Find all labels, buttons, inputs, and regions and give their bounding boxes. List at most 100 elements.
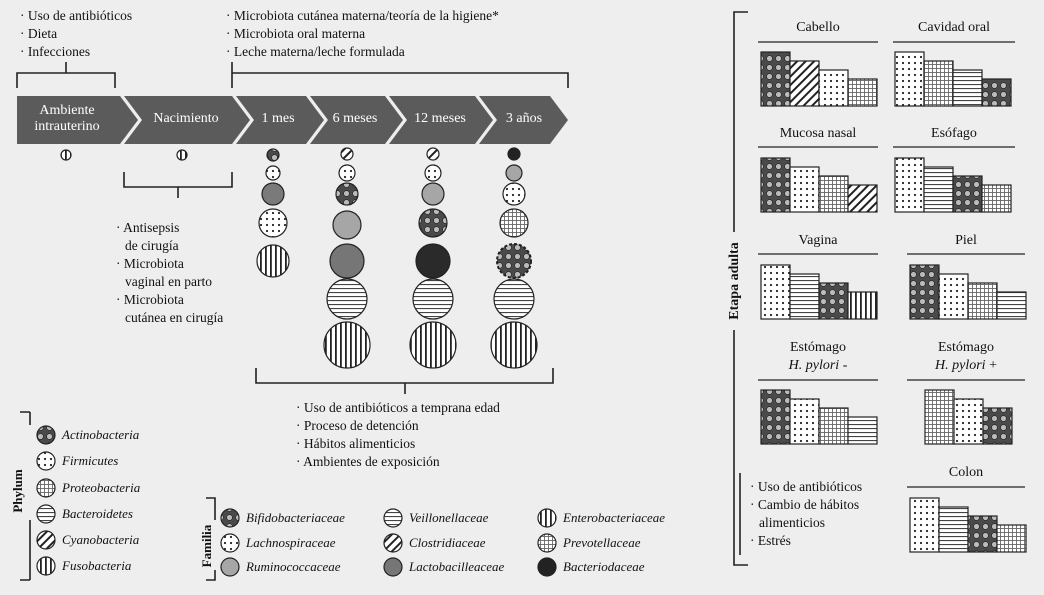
phylum-title: Phylum (10, 469, 25, 513)
legend-rumino: Ruminococcaceae (246, 559, 341, 574)
stage-label-1m: 1 mes (261, 111, 295, 126)
bar-nasal-4 (847, 184, 878, 213)
adult-stage-title: Etapa adulta (727, 242, 742, 320)
legend-veillo: Veillonellaceae (409, 510, 489, 525)
panel-title-estomago-pos: Estómago (938, 340, 994, 355)
stage-arrow-6m (310, 96, 403, 144)
factor-item: alimenticios (759, 515, 825, 530)
swatch-fusobacteria (36, 556, 56, 576)
stage-circles (60, 147, 538, 369)
hpylori-sign: + (989, 358, 997, 373)
birth-factors: · Antisepsis de cirugía · Microbiota vag… (116, 219, 223, 327)
circle-12m-g (409, 321, 457, 369)
top-left-factors: · Uso de antibióticos · Dieta · Infeccio… (20, 7, 132, 61)
top-mid-factors: · Microbiota cutánea materna/teoría de l… (226, 7, 499, 61)
brackets (16, 11, 748, 581)
factor-item: · Microbiota (116, 256, 184, 271)
circle-6m-d (332, 210, 362, 240)
stage-arrow-12m (389, 96, 493, 144)
bracket-birth (123, 172, 233, 198)
legend-fusobacteria: Fusobacteria (62, 558, 132, 573)
stage-arrow-intrauterine (17, 96, 138, 144)
stage-arrow-1m (236, 96, 324, 144)
factor-item: · Antisepsis (116, 220, 180, 235)
bar-esofago-2 (923, 166, 954, 213)
factor-item: · Hábitos alimenticios (296, 436, 416, 451)
panel-title-cabello: Cabello (796, 20, 840, 35)
panel-title-nasal: Mucosa nasal (779, 126, 857, 141)
early-factors: · Uso de antibióticos a temprana edad · … (296, 399, 500, 471)
swatch-veillo (383, 508, 403, 528)
bar-cabello-1 (760, 51, 791, 107)
factor-item: · Uso de antibióticos (20, 8, 133, 23)
bar-est-neg-2 (789, 398, 820, 445)
stage-label-3y: 3 años (505, 111, 543, 126)
swatch-actinobacteria (36, 425, 56, 445)
circle-3y-f (493, 278, 535, 320)
factor-item: vaginal en parto (125, 274, 212, 289)
stage-label-birth: Nacimiento (153, 111, 219, 126)
panel-title-colon: Colon (948, 465, 984, 480)
circle-1m-a (266, 148, 280, 162)
bar-colon-2 (938, 506, 969, 553)
circle-1m-c (261, 182, 285, 206)
bracket-familia (206, 497, 216, 581)
bracket-top-left (16, 62, 116, 88)
hpylori-label: H. pylori (935, 358, 986, 373)
circle-12m-a (426, 147, 440, 161)
factor-item: · Proceso de detención (296, 418, 419, 433)
circle-6m-c (335, 182, 359, 206)
legend-actinobacteria: Actinobacteria (62, 427, 140, 442)
bar-vagina-2 (789, 273, 820, 320)
panel-title-oral: Cavidad oral (918, 20, 990, 35)
circle-intrauterine-fuso (60, 149, 72, 161)
familia-title: Familia (199, 524, 214, 568)
bar-colon-1 (909, 497, 940, 553)
stage-arrow-birth (124, 96, 250, 144)
panel-title-piel: Piel (955, 233, 977, 248)
circle-6m-a (340, 147, 354, 161)
circle-3y-e (496, 243, 532, 279)
circle-1m-b (265, 165, 281, 181)
factor-item: · Microbiota (116, 292, 184, 307)
panel-subtitle-hpylori-neg: H. pylori - (758, 358, 878, 374)
factor-item: · Ambientes de exposición (296, 454, 440, 469)
hpylori-sign: - (842, 358, 848, 373)
bar-cabello-2 (789, 60, 820, 107)
circle-6m-g (323, 321, 371, 369)
panel-title-estomago-neg: Estómago (790, 340, 846, 355)
swatch-proteobacteria (36, 478, 56, 498)
factor-item: · Uso de antibióticos a temprana edad (296, 400, 500, 415)
bar-vagina-1 (760, 264, 791, 320)
bracket-phylum-top (20, 411, 30, 581)
bar-cabello-4 (847, 78, 878, 107)
bar-cabello-3 (818, 69, 849, 107)
bar-piel-3 (967, 282, 998, 320)
stage-arrow-3y (479, 96, 568, 144)
swatch-prevo (537, 533, 557, 553)
stage-label-intrauterine-line1: Ambiente (39, 103, 95, 118)
legend-swatches (36, 425, 557, 577)
circle-12m-d (418, 208, 448, 238)
bar-oral-1 (894, 51, 925, 107)
bracket-early (255, 368, 554, 394)
swatch-lacto (383, 557, 403, 577)
bar-oral-4 (981, 78, 1012, 107)
bar-esofago-1 (894, 157, 925, 213)
circle-3y-g (490, 321, 538, 369)
circle-6m-f (326, 278, 368, 320)
factor-item: · Microbiota oral materna (226, 26, 366, 41)
swatch-firmicutes (36, 451, 56, 471)
adult-factors: · Uso de antibióticos · Cambio de hábito… (750, 478, 862, 550)
circle-1m-e (256, 244, 290, 278)
circle-12m-b (424, 164, 442, 182)
stage-label-6m: 6 meses (332, 111, 378, 126)
panel-title-vagina: Vagina (798, 233, 838, 248)
bracket-adult (733, 11, 748, 566)
legend-lacto: Lactobacilleaceae (409, 559, 505, 574)
swatch-clostri (383, 533, 403, 553)
bar-nasal-3 (818, 175, 849, 213)
circle-birth-fuso (176, 149, 188, 161)
legend-entero: Enterobacteriaceae (563, 510, 666, 525)
swatch-bacteroidetes (36, 504, 56, 524)
